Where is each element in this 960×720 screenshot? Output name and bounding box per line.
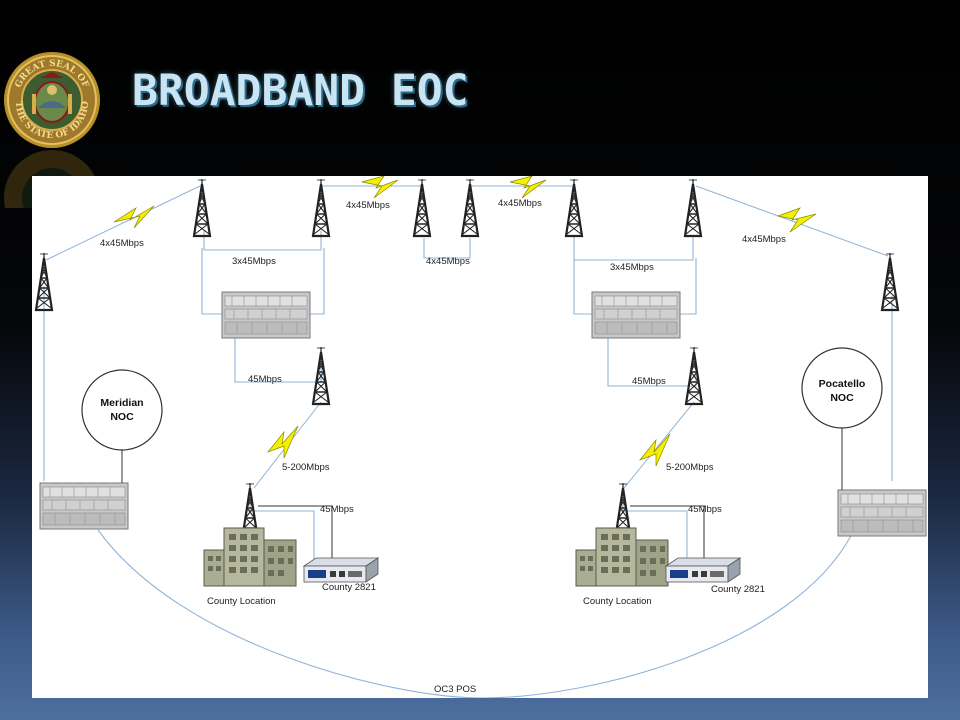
link-label-right-top: 4x45Mbps <box>742 234 786 245</box>
router-rack-right <box>591 291 681 339</box>
router-rack-meridian <box>39 482 129 530</box>
pocatello-noc-name: Pocatello <box>819 378 866 390</box>
county-router-right <box>665 557 741 583</box>
link-label-right-county: 45Mbps <box>688 504 722 515</box>
link-label-center-pair: 4x45Mbps <box>426 256 470 267</box>
wireless-bolts <box>113 176 817 467</box>
tower-center-a <box>412 177 432 238</box>
link-label-right-wireless: 5-200Mbps <box>666 462 714 473</box>
slide-title: BROADBAND EOC <box>132 66 469 116</box>
router-rack-pocatello <box>837 489 927 537</box>
link-label-left-county: 45Mbps <box>320 504 354 515</box>
link-label-left-top: 4x45Mbps <box>100 238 144 249</box>
site-label-right-router: County 2821 <box>711 584 765 595</box>
meridian-noc: Meridian NOC <box>81 369 163 483</box>
tower-center-b <box>460 177 480 238</box>
router-rack-left <box>221 291 311 339</box>
tower-left-b <box>311 177 331 238</box>
tower-far-right <box>880 251 900 312</box>
county-router-left <box>303 557 379 583</box>
link-label-right-router-down: 45Mbps <box>632 376 666 387</box>
link-lines <box>43 231 893 698</box>
tower-right-b <box>683 177 703 238</box>
site-label-right-building: County Location <box>583 596 652 607</box>
tower-right-a <box>564 177 584 238</box>
meridian-noc-label: NOC <box>110 411 134 423</box>
link-label-backbone: OC3 POS <box>434 684 476 695</box>
site-label-left-building: County Location <box>207 596 276 607</box>
pocatello-noc-label: NOC <box>830 392 854 404</box>
idaho-seal-logo: GREAT SEAL OF THE STATE OF IDAHO <box>4 52 100 148</box>
link-label-left-router-down: 45Mbps <box>248 374 282 385</box>
meridian-noc-name: Meridian <box>100 397 143 409</box>
site-label-left-router: County 2821 <box>322 582 376 593</box>
link-label-right-pair: 3x45Mbps <box>610 262 654 273</box>
pocatello-noc: Pocatello NOC <box>801 347 883 490</box>
link-label-center-top-left: 4x45Mbps <box>346 200 390 211</box>
county-building-right <box>575 527 669 587</box>
link-label-center-top-right: 4x45Mbps <box>498 198 542 209</box>
county-building-left <box>203 527 297 587</box>
link-label-left-wireless: 5-200Mbps <box>282 462 330 473</box>
tower-left-relay <box>311 345 331 406</box>
network-diagram: Meridian NOC Pocatello NOC 4x45Mbps 3x45… <box>32 176 928 698</box>
tower-right-relay <box>684 345 704 406</box>
link-label-left-pair: 3x45Mbps <box>232 256 276 267</box>
